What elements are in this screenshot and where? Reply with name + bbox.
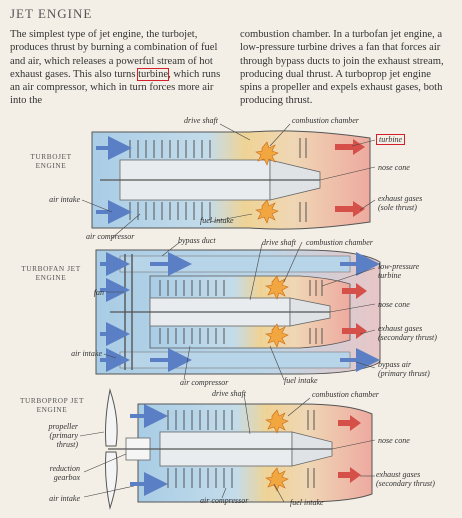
turboprop-exhaust-label: exhaust gases (secondary thrust): [376, 470, 435, 488]
intro-text-left: The simplest type of jet engine, the tur…: [10, 29, 221, 107]
turbofan-exhaust-label: exhaust gases (secondary thrust): [378, 324, 437, 342]
turboprop-nose-cone-label: nose cone: [378, 436, 410, 445]
turbojet-diagram: [81, 123, 376, 239]
turbofan-air-compressor-label: air compressor: [180, 378, 229, 387]
page-title: JET ENGINE: [10, 6, 93, 21]
turbojet-nose-cone-label: nose cone: [378, 163, 410, 172]
turbojet-exhaust-arrows: [335, 139, 365, 217]
turbofan-exhaust-arrows: [342, 283, 367, 339]
turbojet-air-intake-label: air intake: [49, 195, 80, 204]
turbojet-turbine-blades: [299, 138, 307, 222]
turbojet-leader-lines: [81, 123, 376, 239]
turbojet-combustion-chamber-label: combustion chamber: [292, 116, 359, 125]
turboprop-compressor-blades: [167, 410, 233, 488]
turboprop-turbine-blades: [307, 410, 315, 488]
turboprop-combustion-flame: [265, 409, 289, 492]
turboprop-exhaust-arrows: [338, 415, 361, 483]
turbofan-section-title: TURBOFAN JET ENGINE: [21, 264, 81, 282]
turbojet-air-compressor-label: air compressor: [86, 232, 135, 241]
turbojet-turbine-label: turbine: [376, 134, 406, 145]
highlighted-word-turbine: turbine: [137, 67, 170, 81]
turbojet-combustion-flame: [255, 141, 279, 224]
turboprop-drive-shaft-label: drive shaft: [212, 389, 246, 398]
turbojet-section-title: TURBOJET ENGINE: [30, 152, 72, 170]
turboprop-intake-arrows: [130, 404, 168, 496]
turbofan-compressor-blades: [159, 280, 225, 344]
turbofan-diagram: [95, 241, 381, 381]
turbojet-fuel-intake-label: fuel intake: [200, 216, 234, 225]
turbofan-low-pressure-turbine-label: low-pressure turbine: [378, 262, 420, 280]
turboprop-fuel-intake-label: fuel intake: [290, 498, 324, 507]
turbojet-intake-arrows: [96, 136, 132, 224]
turbofan-bypass-duct-label: bypass duct: [178, 236, 216, 245]
turbojet-drive-shaft-label: drive shaft: [184, 116, 218, 125]
turboprop-combustion-chamber-label: combustion chamber: [312, 390, 379, 399]
intro-text-right: combustion chamber. In a turbofan jet en…: [240, 29, 444, 107]
turbofan-drive-shaft-label: drive shaft: [262, 238, 296, 247]
turbojet-exhaust-label: exhaust gases (sole thrust): [378, 194, 423, 212]
turboprop-section-title: TURBOPROP JET ENGINE: [19, 396, 85, 414]
turboprop-leader-lines: [79, 393, 376, 503]
turbofan-bypass-arrows: [150, 252, 380, 372]
turbofan-air-intake-label: air intake: [71, 349, 102, 358]
turbofan-fan-label: fan: [93, 288, 104, 297]
turboprop-reduction-gearbox-label: reduction gearbox: [49, 464, 80, 482]
turbofan-bypass-air-label: bypass air (primary thrust): [378, 360, 430, 378]
turbofan-fuel-intake-label: fuel intake: [284, 376, 318, 385]
turboprop-diagram: [79, 388, 376, 510]
turbofan-turbine-blades: [309, 280, 323, 344]
turboprop-propeller: [105, 388, 118, 510]
turbofan-intake-arrows: [100, 252, 130, 372]
turbojet-turbine-highlight: turbine: [376, 134, 406, 145]
turbofan-combustion-flame: [265, 275, 289, 348]
turbofan-combustion-chamber-label: combustion chamber: [306, 238, 373, 247]
turboprop-propeller-label: propeller (primary thrust): [48, 422, 78, 449]
turboprop-air-compressor-label: air compressor: [200, 496, 249, 505]
turbofan-leader-lines: [103, 241, 376, 381]
turboprop-air-intake-label: air intake: [49, 494, 80, 503]
turbofan-nose-cone-label: nose cone: [378, 300, 410, 309]
